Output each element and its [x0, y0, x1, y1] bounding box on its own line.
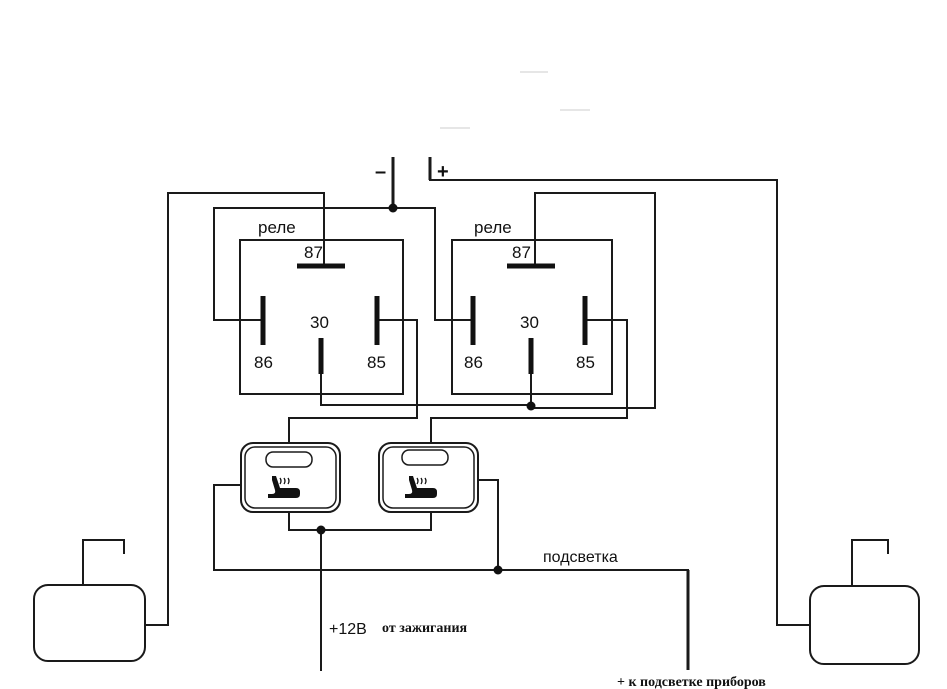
backlight-label: подсветка — [543, 549, 618, 566]
relay-2-pin-30: 30 — [520, 313, 539, 332]
relay-2-label: реле — [474, 218, 512, 237]
relay1-85-wire — [288, 319, 418, 444]
relay-2-body — [451, 239, 613, 395]
relay-1-pin-86: 86 — [254, 353, 273, 372]
junctions — [316, 203, 536, 575]
switch1-ign-wire — [288, 511, 322, 531]
relay-1-body — [239, 239, 404, 395]
relay-2-pin-87: 87 — [512, 243, 531, 262]
power-terminals: – + — [375, 157, 449, 208]
relay1-86-wire — [213, 207, 264, 321]
switch-1-indicator — [265, 451, 313, 468]
relay-1-pin-30: 30 — [310, 313, 329, 332]
dash-backlight-label: + к подсветке приборов — [617, 675, 766, 689]
seat-heater-switch-1 — [240, 442, 341, 513]
right-heater-ground-wire — [851, 539, 889, 587]
ignition-junction-dot — [316, 525, 326, 535]
switch2-ign-wire — [320, 511, 432, 531]
backlight-left-wire — [213, 484, 689, 571]
seat-heater-icon — [268, 476, 300, 498]
heater-right — [809, 585, 920, 665]
left-heater-ground-wire — [82, 539, 125, 586]
relay-1-pin-85: 85 — [367, 353, 386, 372]
background-artifacts — [440, 71, 590, 129]
switch-2-indicator — [401, 449, 449, 466]
relay1-30-wire — [320, 373, 532, 406]
relay-2-pin-85: 85 — [576, 353, 595, 372]
relay-2-pin-86: 86 — [464, 353, 483, 372]
relay2-85-wire — [530, 192, 656, 409]
minus-bus-wire — [167, 192, 325, 267]
seat-heater-icon — [405, 476, 437, 498]
ignition-source-label: от зажигания — [382, 621, 468, 636]
left-heater-wire — [144, 192, 169, 626]
relay-1-pin-87: 87 — [304, 243, 323, 262]
heater-left — [33, 584, 146, 662]
plus-supply-wire — [429, 179, 811, 626]
relay2-86-wire — [392, 207, 474, 321]
relay-30-junction-dot — [526, 401, 536, 411]
seat-heater-switch-2 — [378, 442, 479, 513]
wires — [82, 179, 889, 671]
relay-2: реле 87 30 86 85 — [451, 218, 613, 395]
minus-label: – — [375, 161, 386, 183]
backlight-junction-dot — [493, 565, 503, 575]
minus-junction-dot — [388, 203, 398, 213]
backlight-right-wire — [477, 479, 499, 571]
heater-left-body — [33, 584, 146, 662]
heater-right-body — [809, 585, 920, 665]
relay-1: реле 87 30 86 85 — [239, 218, 404, 395]
ignition-voltage-label: +12В — [329, 621, 367, 638]
plus-label: + — [437, 161, 449, 183]
relay-1-label: реле — [258, 218, 296, 237]
